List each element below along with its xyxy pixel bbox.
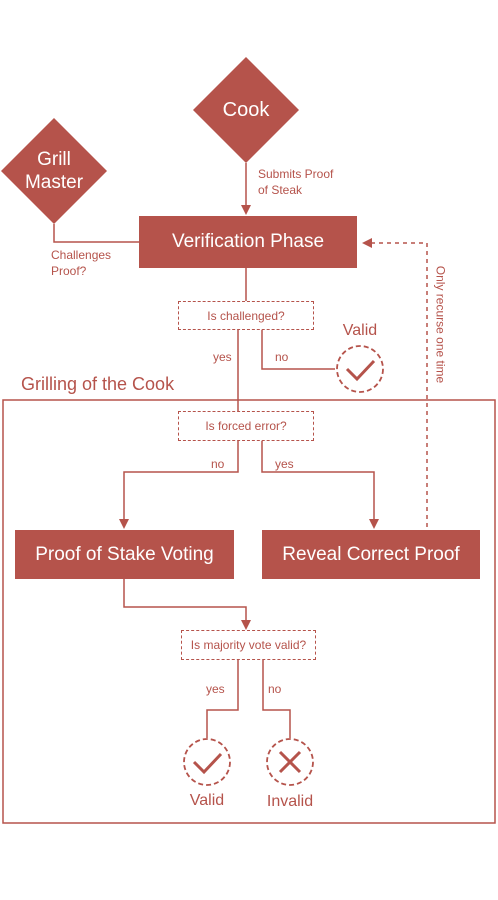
cross-icon: [278, 750, 302, 774]
valid-label-bottom: Valid: [189, 792, 225, 809]
invalid-label-bottom: Invalid: [266, 793, 314, 810]
majority-yes-label: yes: [206, 682, 225, 696]
forced-yes-label: yes: [275, 457, 294, 471]
group-title: Grilling of the Cook: [21, 374, 175, 394]
grill-master-line1: Grill: [37, 149, 71, 170]
grilling-group-frame: [2, 399, 496, 824]
valid-check-circle-bottom: [183, 738, 231, 786]
edge-forced-no: [119, 441, 239, 529]
valid-check-circle-top: [336, 345, 384, 393]
is-challenged-decision: Is challenged?: [178, 301, 314, 330]
challenges-label-2: Proof?: [51, 264, 87, 278]
verification-phase-box: Verification Phase: [139, 216, 357, 268]
challenged-no-label: no: [275, 350, 289, 364]
is-majority-valid-decision: Is majority vote valid?: [181, 630, 316, 660]
edge-voting-majority: [123, 579, 251, 630]
check-icon: [192, 752, 223, 775]
cook-diamond: [193, 57, 299, 163]
edge-recurse: [362, 238, 428, 527]
edge-challenged-no: [261, 330, 335, 370]
edge-forced-yes: [261, 441, 379, 529]
is-forced-error-decision: Is forced error?: [178, 411, 314, 441]
majority-no-label: no: [268, 682, 282, 696]
recurse-label: Only recurse one time: [433, 265, 448, 384]
proof-of-stake-voting-box: Proof of Stake Voting: [15, 530, 234, 579]
grill-master-line2: Master: [24, 172, 84, 193]
edge-majority-no: [262, 660, 291, 738]
edge-majority-yes: [206, 660, 239, 738]
submits-label-1: Submits Proof: [258, 167, 334, 181]
check-icon: [345, 359, 376, 382]
challenges-label-1: Challenges: [51, 248, 112, 262]
challenged-yes-label: yes: [213, 350, 232, 364]
cook-node-label: Cook: [222, 99, 270, 121]
edge-grillmaster-verification: [53, 224, 139, 243]
valid-label-top: Valid: [342, 322, 378, 339]
submits-label-2: of Steak: [258, 183, 303, 197]
reveal-correct-proof-box: Reveal Correct Proof: [262, 530, 480, 579]
forced-no-label: no: [211, 457, 225, 471]
grill-master-diamond: [1, 118, 107, 224]
